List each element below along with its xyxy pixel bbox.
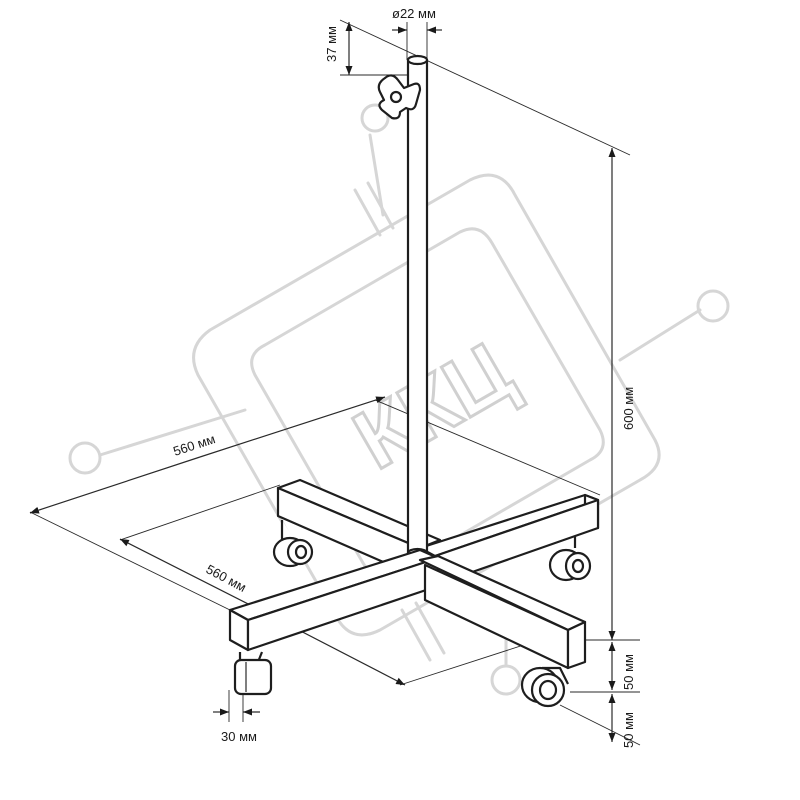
stand	[228, 54, 600, 708]
caster-back-right	[548, 530, 592, 582]
label-wheel-height: 50 мм	[621, 712, 636, 748]
locking-knob	[377, 74, 422, 120]
caster-front-left	[233, 651, 273, 696]
label-top-offset: 37 мм	[324, 26, 339, 62]
vertical-pole	[406, 54, 429, 559]
watermark-text: ККЦ	[339, 324, 528, 487]
label-height: 600 мм	[621, 387, 636, 430]
caster-back-left	[272, 520, 314, 568]
label-leg-width: 30 мм	[221, 729, 257, 744]
label-base-depth: 560 мм	[204, 561, 249, 595]
caster-front-right	[520, 666, 569, 708]
label-leg-height: 50 мм	[621, 654, 636, 690]
label-pole-diameter: ø22 мм	[392, 6, 436, 21]
label-base-width: 560 мм	[171, 431, 217, 459]
